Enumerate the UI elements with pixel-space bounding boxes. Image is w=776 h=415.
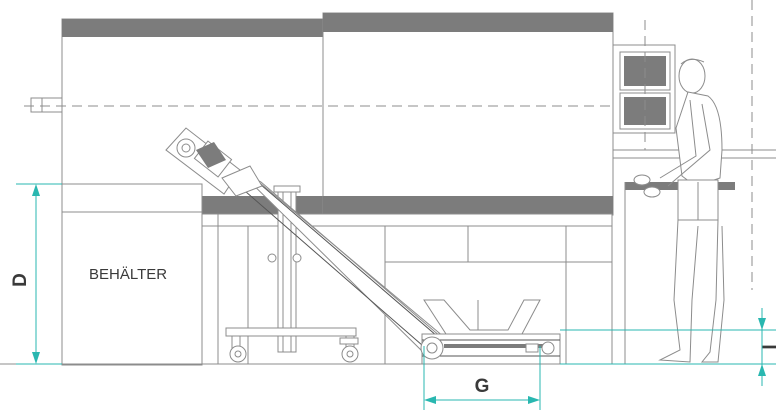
dimension-right: I <box>560 308 776 386</box>
dimension-d: D <box>10 183 62 365</box>
conveyor-stand <box>225 185 359 363</box>
machine-housing <box>24 12 620 216</box>
inclined-conveyor <box>165 127 451 353</box>
dimension-d-label: D <box>10 273 31 287</box>
dimension-g-label: G <box>475 376 490 397</box>
control-cabinet <box>612 0 776 364</box>
feed-conveyor <box>420 299 561 365</box>
dimension-right-label: I <box>760 344 776 349</box>
dimension-g: G <box>423 346 541 410</box>
container-box: BEHÄLTER <box>61 183 203 366</box>
container-label: BEHÄLTER <box>89 266 167 283</box>
operator-figure <box>633 58 725 363</box>
